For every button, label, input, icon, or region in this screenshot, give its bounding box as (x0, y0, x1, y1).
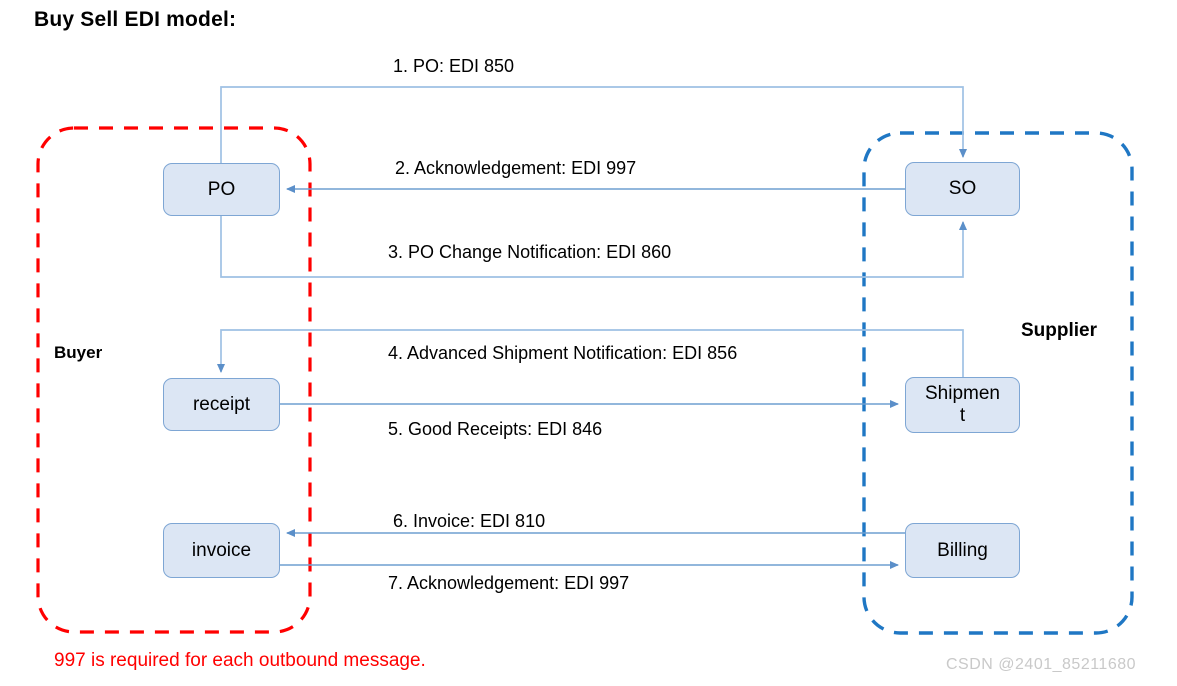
node-so[interactable]: SO (905, 162, 1020, 216)
group-label-buyer: Buyer (54, 343, 103, 362)
node-receipt[interactable]: receipt (163, 378, 280, 431)
node-billing-label: Billing (937, 539, 988, 561)
node-so-label: SO (948, 178, 977, 200)
page-title: Buy Sell EDI model: (34, 8, 237, 31)
message-label-1: 1. PO: EDI 850 (393, 56, 515, 76)
message-label-5: 5. Good Receipts: EDI 846 (388, 419, 603, 439)
group-label-supplier: Supplier (1021, 320, 1098, 341)
node-billing[interactable]: Billing (905, 523, 1020, 578)
message-label-3: 3. PO Change Notification: EDI 860 (388, 242, 672, 262)
message-label-2: 2. Acknowledgement: EDI 997 (395, 158, 637, 178)
connector-1-po-to-so (220, 86, 967, 163)
footnote-text: 997 is required for each outbound messag… (54, 650, 426, 671)
message-label-7: 7. Acknowledgement: EDI 997 (388, 573, 630, 593)
watermark-text: CSDN @2401_85211680 (946, 656, 1137, 673)
node-invoice[interactable]: invoice (163, 523, 280, 578)
node-po-label: PO (207, 178, 236, 200)
node-invoice-label: invoice (191, 539, 252, 561)
node-receipt-label: receipt (192, 393, 251, 415)
message-label-4: 4. Advanced Shipment Notification: EDI 8… (388, 343, 738, 363)
node-shipment[interactable]: Shipmen t (905, 377, 1020, 433)
node-po[interactable]: PO (163, 163, 280, 216)
node-shipment-label: Shipmen t (925, 383, 1000, 426)
message-label-6: 6. Invoice: EDI 810 (393, 511, 546, 531)
